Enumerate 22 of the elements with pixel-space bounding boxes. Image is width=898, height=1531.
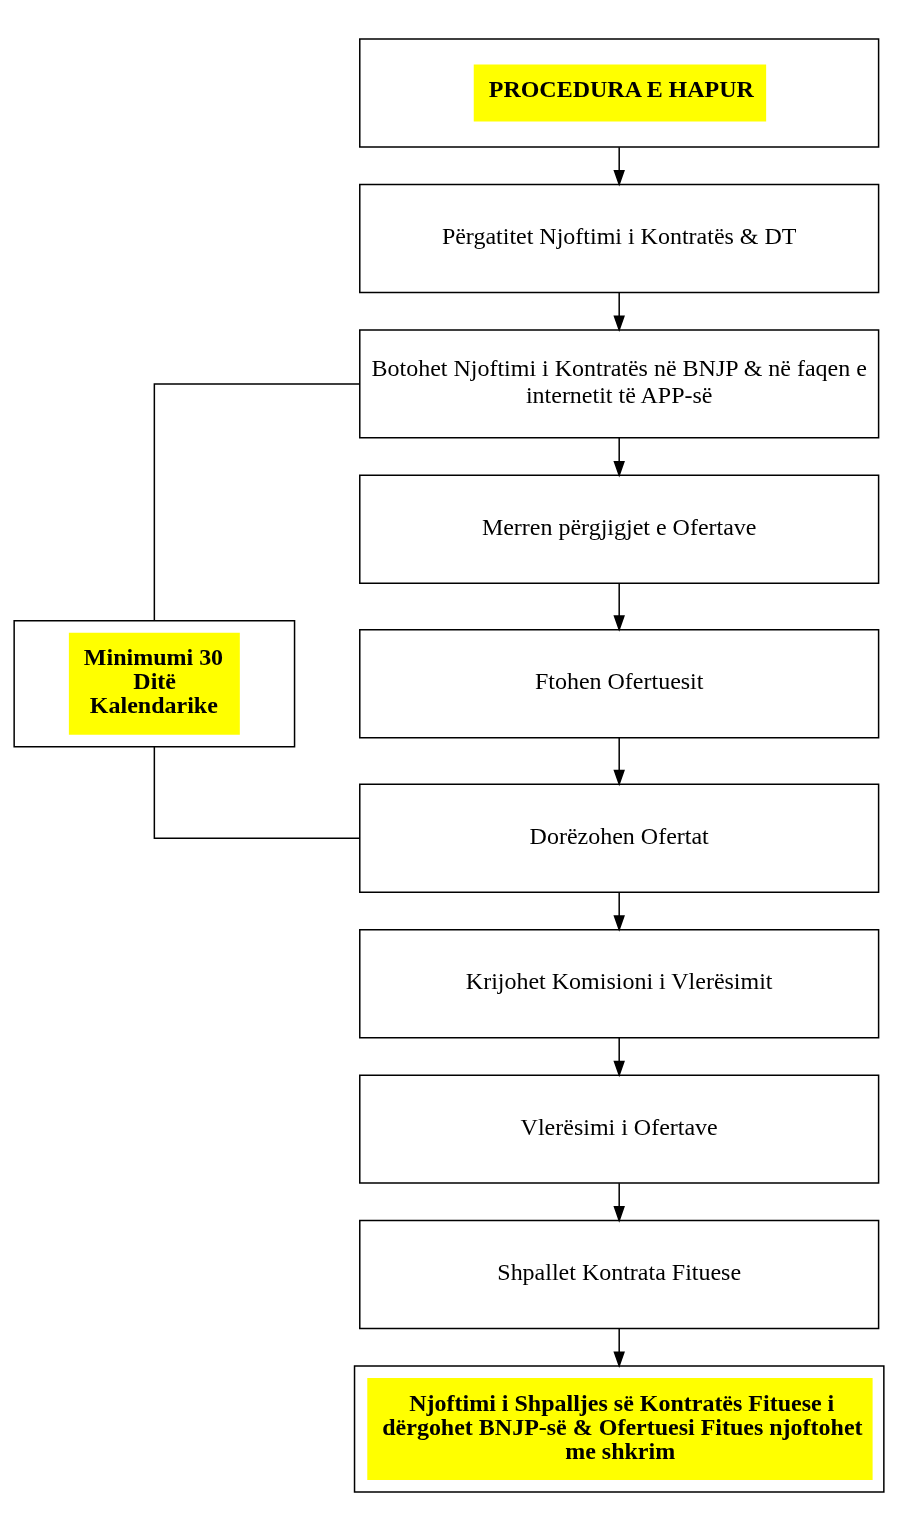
- arrow: [613, 146, 625, 187]
- connector: [153, 746, 361, 839]
- node-box: Ftohen Ofertuesit: [359, 629, 880, 739]
- arrow: [613, 582, 625, 632]
- arrow: [613, 1182, 625, 1223]
- node-box: Minimumi 30 Ditë Kalendarike: [13, 620, 296, 748]
- arrow: [613, 1037, 625, 1078]
- arrow: [613, 291, 625, 332]
- node-box: Njoftimi i Shpalljes së Kontratës Fituese i dërgohet BNJP-së & Ofertuesi Fitues njoftohet me shkrim: [353, 1365, 885, 1493]
- arrow: [613, 1327, 625, 1369]
- arrow: [613, 437, 625, 478]
- node-box: PROCEDURA E HAPUR: [359, 38, 880, 148]
- node-box: Vlerësimi i Ofertave: [359, 1074, 880, 1184]
- node-box: Merren përgjigjet e Ofertave: [359, 474, 880, 585]
- connector: [153, 383, 361, 621]
- node-box: Dorëzohen Ofertat: [359, 783, 880, 893]
- node-box: Përgatitet Njoftimi i Kontratës & DT: [359, 183, 880, 294]
- node-box: Botohet Njoftimi i Kontratës në BNJP & në faqen e internetit të APP-së: [359, 329, 880, 439]
- node-box: Shpallet Kontrata Fituese: [359, 1219, 880, 1330]
- arrow: [613, 737, 625, 787]
- arrow: [613, 891, 625, 932]
- node-box: Krijohet Komisioni i Vlerësimit: [359, 928, 880, 1039]
